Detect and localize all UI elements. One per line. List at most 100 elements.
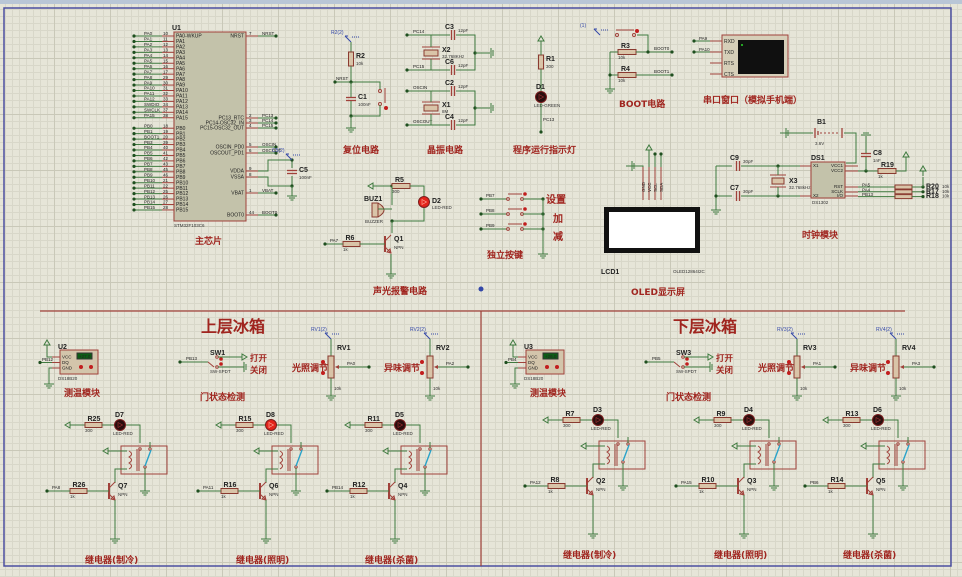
resistor-r4-value: 10k (618, 78, 626, 83)
led-d1-label: D1 (536, 84, 545, 91)
pot-increase-button[interactable] (787, 360, 791, 364)
power-terminal-icon (580, 442, 587, 450)
transistor-q1-type: NPN (394, 245, 404, 250)
relay-contact (616, 442, 620, 446)
led-d4 (743, 414, 755, 426)
door-switch-toggle[interactable] (685, 357, 689, 361)
relay-coil-icon (128, 450, 132, 470)
mcu-pin-name-PB3: PB3 (176, 142, 186, 148)
transistor-q5-emitter (866, 488, 874, 496)
temp-down-button[interactable] (545, 365, 549, 369)
mcu-pin-name-PB8: PB8 (176, 169, 186, 175)
junction-dot (921, 195, 925, 199)
resistor-r17-value: 10k (942, 189, 950, 194)
voltage-probe-icon (423, 332, 431, 340)
temp-up-button[interactable] (555, 365, 559, 369)
pot-increase-button[interactable] (886, 360, 890, 364)
mcu-pin-name-PB1: PB1 (176, 131, 186, 137)
relay-contact (906, 442, 910, 446)
reset-net-label: NRST (336, 76, 349, 81)
resistor-r25-label: R25 (88, 416, 101, 423)
mcu-pin-number: 38 (163, 113, 169, 118)
relay-net-PB6: PB6 (810, 480, 819, 485)
mcu-net-label-PB10: PB10 (144, 178, 156, 183)
pot-wiper-icon (801, 365, 805, 369)
temp-sensor-pin-GND: GND (62, 366, 73, 371)
mcu-pin-name-PC13_RTC: PC13_RTC (219, 116, 245, 122)
buzzer-value: BUZZER (365, 219, 384, 224)
mcu-pin-name-PB11: PB11 (176, 186, 188, 192)
pot-decrease-button[interactable] (321, 371, 325, 375)
pot-wiper-icon (335, 365, 339, 369)
relay-contact (299, 447, 303, 451)
led-d2-value: LED-RED (432, 205, 453, 210)
mcu-net-label-OSCOUT: OSCOUT (262, 148, 282, 153)
temp-down-button[interactable] (79, 365, 83, 369)
transistor-q7-label: Q7 (118, 483, 127, 490)
mcu-pin-number: 46 (163, 172, 169, 177)
mcu-pin-number: 41 (163, 151, 169, 156)
mcu-net-label-PC15: PC15 (262, 123, 274, 128)
net-terminal (132, 72, 136, 76)
led-d6-label: D6 (873, 407, 882, 414)
potentiometer-rv2 (426, 355, 434, 379)
pot-decrease-button[interactable] (787, 371, 791, 375)
led-d6 (872, 414, 884, 426)
junction-dot (466, 365, 470, 369)
relay-title-q7: 继电器(制冷) (85, 554, 138, 566)
key-label-set: 设置 (546, 193, 566, 206)
key-button-1[interactable] (503, 190, 529, 202)
temp-net: PB4 (508, 357, 517, 362)
mcu-pin-number: 26 (163, 194, 169, 199)
door-switch-toggle[interactable] (685, 362, 689, 366)
pot-value: 10k (800, 386, 808, 391)
pot-decrease-button[interactable] (420, 371, 424, 375)
door-close-label: 关闭 (716, 365, 733, 376)
relay-wire (406, 424, 421, 443)
mcu-pin-name-PA13: PA13 (176, 104, 188, 110)
pot-increase-button[interactable] (420, 360, 424, 364)
mcu-pin-number: 22 (163, 183, 169, 188)
mcu-pin-name-PA14: PA14 (176, 110, 188, 116)
mcu-pin-number: 20 (163, 134, 169, 139)
mcu-pin-name-PB14: PB14 (176, 202, 188, 208)
pot-decrease-button[interactable] (886, 371, 890, 375)
rtc-pin-x2: X2 (813, 193, 819, 198)
voltage-probe-icon (889, 332, 897, 340)
resistor-r11 (364, 422, 383, 428)
mcu-pin-number: 29 (163, 75, 169, 80)
junction-dot (405, 89, 409, 93)
led-d5-glyph (397, 421, 404, 429)
power-terminal-icon (215, 421, 222, 429)
key-contact (506, 227, 510, 231)
net-terminal (274, 126, 278, 130)
mcu-net-label-PB9: PB9 (144, 172, 153, 177)
led-d4-glyph (746, 416, 753, 424)
key-button-2[interactable] (503, 205, 529, 217)
mcu-net-label-BOOT0: BOOT0 (262, 210, 278, 215)
resistor-r17-label: R17 (926, 188, 939, 195)
temp-up-button[interactable] (89, 365, 93, 369)
mcu-net-label-PB12: PB12 (144, 189, 156, 194)
key-net-PB9: PB9 (486, 223, 495, 228)
mcu-pin-number: 15 (163, 58, 169, 63)
rtc-net-PB13: PB13 (862, 192, 874, 197)
mcu-pin-name-PB0: PB0 (176, 126, 186, 132)
door-switch-toggle[interactable] (219, 362, 223, 366)
resistor-r6 (342, 241, 361, 247)
mcu-net-label-PB8: PB8 (144, 167, 153, 172)
transistor-q5-arrow-icon (868, 490, 874, 496)
c5-wire (258, 159, 293, 172)
junction-dot (38, 360, 42, 365)
junction-dot (405, 123, 409, 127)
crystal-x1-value: 8M (442, 109, 449, 114)
resistor-r20-value: 10k (942, 184, 950, 189)
door-switch-toggle[interactable] (219, 357, 223, 361)
mcu-pin-name-PB10: PB10 (176, 180, 188, 186)
net-terminal (274, 213, 278, 217)
mcu-pin-name-PB13: PB13 (176, 197, 188, 203)
pot-increase-button[interactable] (321, 360, 325, 364)
key-button-3[interactable] (503, 220, 529, 232)
mcu-net-label-PB14: PB14 (144, 200, 156, 205)
junction-dot (833, 365, 837, 369)
